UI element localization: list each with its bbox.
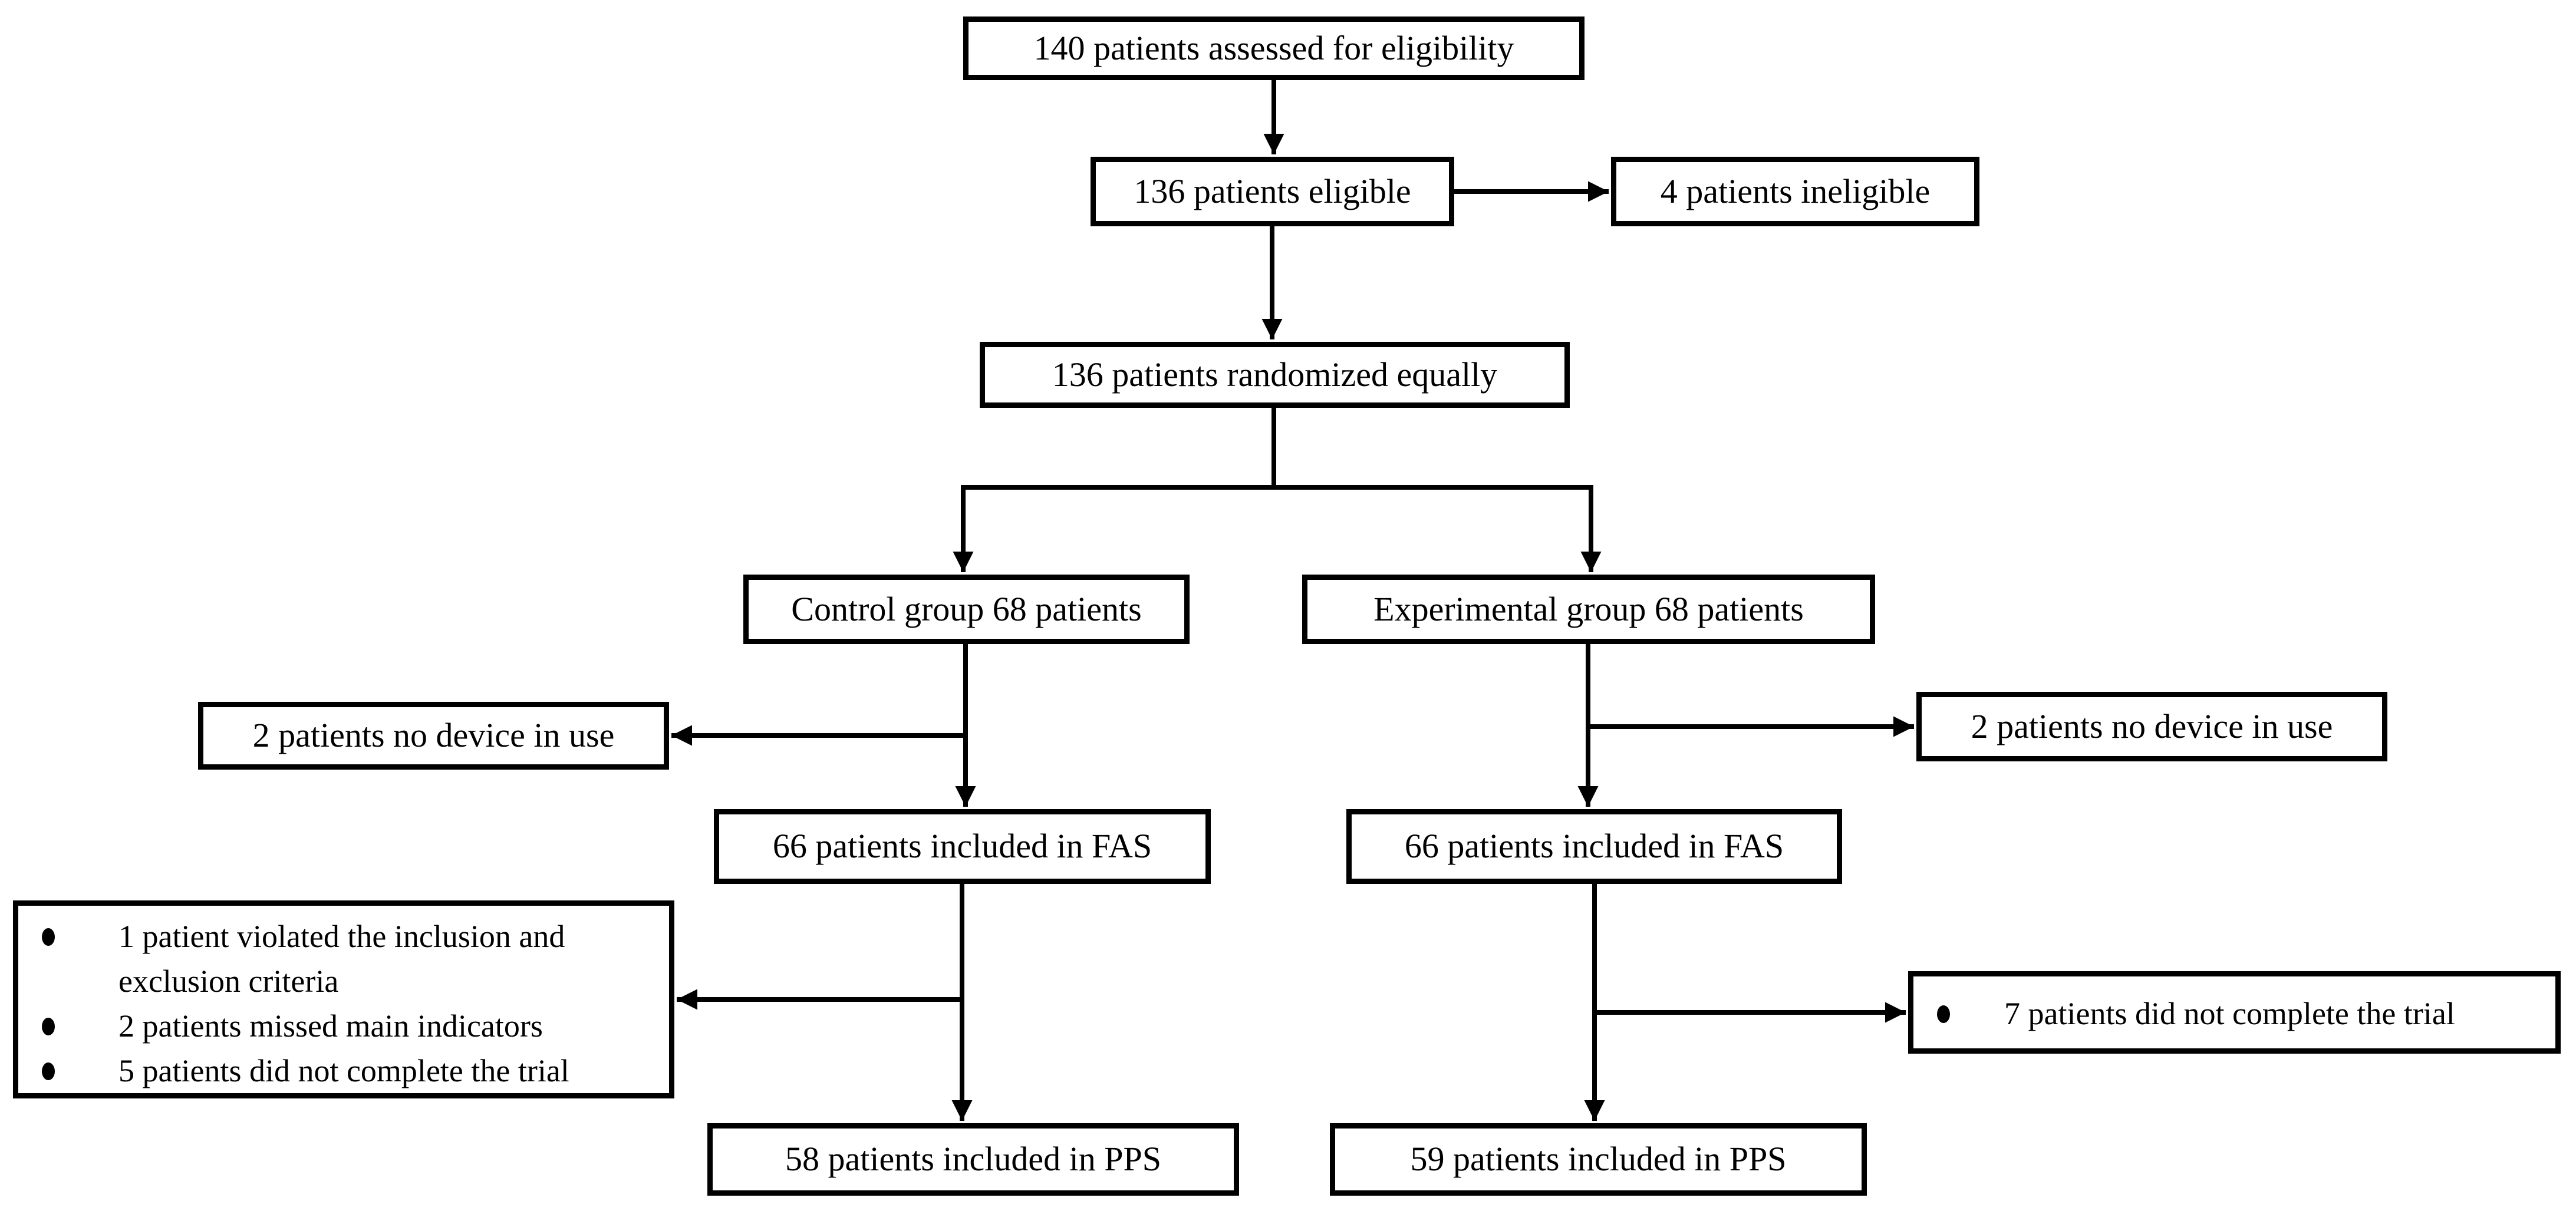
control-exclusion-text: 5 patients did not complete the trial: [118, 1053, 569, 1088]
box-ineligible-label: 4 patients ineligible: [1660, 171, 1931, 210]
box-eligible: 136 patients eligible: [1091, 157, 1454, 226]
box-eligible-label: 136 patients eligible: [1134, 171, 1411, 210]
control-exclusion-item: 5 patients did not complete the trial: [42, 1048, 657, 1093]
box-experimental-group-label: Experimental group 68 patients: [1373, 589, 1804, 628]
box-control-pps: 58 patients included in PPS: [707, 1123, 1239, 1196]
box-experimental-group: Experimental group 68 patients: [1302, 575, 1875, 644]
box-control-group: Control group 68 patients: [743, 575, 1190, 644]
experimental-exclusion-text: 7 patients did not complete the trial: [2004, 996, 2455, 1031]
bullet-icon: [1937, 1005, 1950, 1023]
box-experimental-pps: 59 patients included in PPS: [1330, 1123, 1867, 1196]
control-exclusion-item: 1 patient violated the inclusion and exc…: [42, 914, 657, 1004]
box-control-pps-label: 58 patients included in PPS: [785, 1140, 1161, 1179]
box-ineligible: 4 patients ineligible: [1611, 157, 1979, 226]
box-randomized-label: 136 patients randomized equally: [1052, 355, 1498, 394]
box-experimental-fas: 66 patients included in FAS: [1346, 809, 1842, 884]
control-exclusion-text: 1 patient violated the inclusion and exc…: [118, 919, 565, 999]
box-control-no-device-label: 2 patients no device in use: [252, 716, 615, 755]
box-control-fas: 66 patients included in FAS: [714, 809, 1211, 884]
box-control-group-label: Control group 68 patients: [791, 589, 1142, 628]
bullet-icon: [42, 928, 55, 946]
connector-randomized-split: [961, 405, 1593, 490]
box-control-exclusions: 1 patient violated the inclusion and exc…: [13, 900, 674, 1098]
control-exclusion-text: 2 patients missed main indicators: [118, 1008, 543, 1044]
control-exclusion-item: 2 patients missed main indicators: [42, 1004, 657, 1048]
box-assessed: 140 patients assessed for eligibility: [963, 17, 1585, 80]
bullet-icon: [42, 1018, 55, 1035]
experimental-exclusion-item: 7 patients did not complete the trial: [1937, 991, 2544, 1036]
box-assessed-label: 140 patients assessed for eligibility: [1033, 28, 1514, 67]
box-experimental-pps-label: 59 patients included in PPS: [1410, 1140, 1787, 1179]
box-randomized: 136 patients randomized equally: [980, 342, 1570, 408]
bullet-icon: [42, 1062, 55, 1080]
box-control-no-device: 2 patients no device in use: [198, 702, 669, 770]
box-experimental-fas-label: 66 patients included in FAS: [1404, 827, 1784, 866]
box-experimental-exclusions: 7 patients did not complete the trial: [1908, 971, 2561, 1054]
box-experimental-no-device-label: 2 patients no device in use: [1971, 707, 2333, 745]
box-control-fas-label: 66 patients included in FAS: [772, 827, 1152, 866]
box-experimental-no-device: 2 patients no device in use: [1916, 692, 2387, 761]
